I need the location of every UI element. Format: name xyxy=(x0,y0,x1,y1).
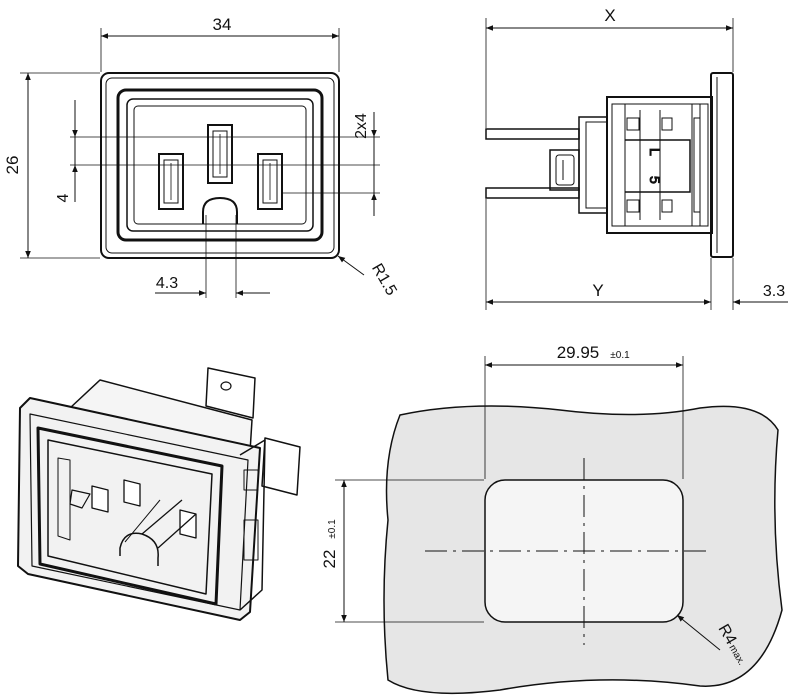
terminal-lower xyxy=(485,187,580,199)
dim-29-95-tolerance: ±0.1 xyxy=(610,350,630,361)
pin-right xyxy=(257,153,283,210)
iso-pin-left xyxy=(91,485,109,513)
dim-26-label: 26 xyxy=(3,156,22,175)
side-view: L 5 xyxy=(485,18,788,310)
dim-2x4-label: 2x4 xyxy=(353,113,370,139)
svg-text:L: L xyxy=(647,148,663,156)
front-flange xyxy=(100,72,340,259)
iso-flange xyxy=(17,397,261,621)
isometric-view xyxy=(17,367,301,621)
side-flange xyxy=(710,72,734,258)
key-notch xyxy=(202,196,238,224)
dim-34-label: 34 xyxy=(213,15,232,34)
dim-4-3-label: 4.3 xyxy=(156,275,178,292)
iso-socket xyxy=(36,426,224,606)
r1-5-label: R1.5 xyxy=(368,261,400,299)
front-view xyxy=(20,28,380,298)
pin-top xyxy=(207,124,233,184)
terminal-upper xyxy=(485,128,580,140)
iso-pin-top xyxy=(123,479,141,507)
cutout-view xyxy=(335,356,783,695)
r4-leader xyxy=(676,614,721,651)
dim-x-label: X xyxy=(604,6,615,25)
dim-y-label: Y xyxy=(592,281,603,300)
dim-4-label: 4 xyxy=(55,193,72,202)
dim-22-label: 22 xyxy=(320,550,339,569)
dim-22-tolerance: ±0.1 xyxy=(327,519,338,539)
front-flange-inner xyxy=(105,77,335,254)
dim-3-3-label: 3.3 xyxy=(763,283,785,300)
iso-pin-right xyxy=(179,509,197,539)
svg-text:5: 5 xyxy=(647,176,663,184)
iso-terminal-lower xyxy=(261,437,301,496)
r1-5-leader xyxy=(337,255,365,276)
iso-terminal-upper xyxy=(205,367,256,419)
latch-tab xyxy=(625,139,691,193)
dim-29-95-label: 29.95 xyxy=(557,343,600,362)
pin-left xyxy=(158,153,184,210)
